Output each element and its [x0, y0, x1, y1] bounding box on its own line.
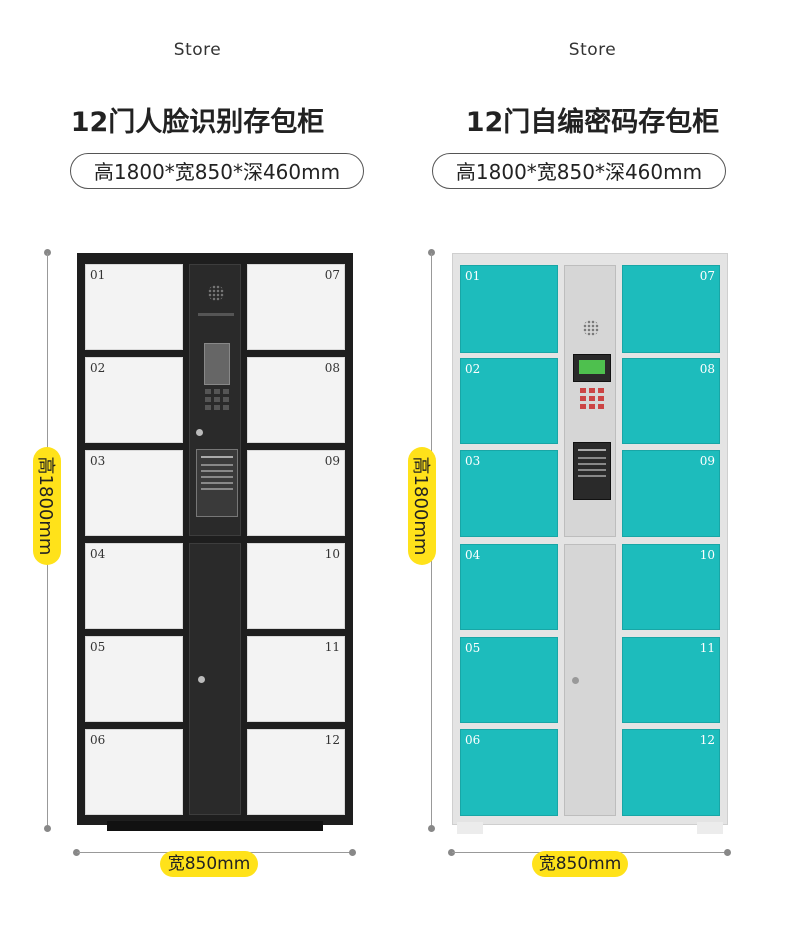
locker-door[interactable]: 01	[85, 264, 183, 350]
keypad[interactable]	[205, 389, 229, 410]
locker-door[interactable]: 02	[460, 358, 558, 444]
password-locker: 01 02 03 04 05 06 07 08 09 10 11 12	[452, 253, 728, 834]
store-label: Store	[173, 40, 222, 60]
width-label: 宽850mm	[532, 851, 628, 877]
locker-door[interactable]: 02	[85, 357, 183, 443]
keypad[interactable]	[580, 388, 604, 409]
cabinet-foot-left	[457, 822, 483, 834]
locker-door[interactable]: 06	[460, 729, 558, 816]
lock-icon[interactable]	[198, 676, 205, 683]
locker-door[interactable]: 12	[622, 729, 720, 816]
speaker-icon	[208, 285, 224, 301]
center-storage-door[interactable]	[564, 544, 616, 816]
height-label: 高1800mm	[33, 447, 61, 565]
measure-dot-right	[349, 849, 356, 856]
locker-door[interactable]: 05	[85, 636, 183, 722]
locker-door[interactable]: 12	[247, 729, 345, 815]
locker-door[interactable]: 07	[622, 265, 720, 353]
cabinet-foot-right	[697, 822, 723, 834]
cabinet-base	[107, 821, 323, 831]
right-product-column: Store 12门自编密码存包柜 高1800*宽850*深460mm 高1800…	[395, 0, 790, 927]
locker-door[interactable]: 10	[622, 544, 720, 630]
locker-door[interactable]: 06	[85, 729, 183, 815]
dimensions-pill: 高1800*宽850*深460mm	[432, 153, 726, 189]
locker-door[interactable]: 11	[622, 637, 720, 723]
measure-dot-left	[73, 849, 80, 856]
face-recognition-locker: 01 02 03 04 05 06 07 08 09 10 11 12	[77, 253, 353, 831]
locker-door[interactable]: 07	[247, 264, 345, 350]
measure-dot-top	[428, 249, 435, 256]
brand-strip	[198, 313, 234, 316]
locker-door[interactable]: 08	[247, 357, 345, 443]
measure-dot-top	[44, 249, 51, 256]
locker-door[interactable]: 05	[460, 637, 558, 723]
product-title: 12门自编密码存包柜	[465, 107, 720, 138]
locker-door[interactable]: 09	[247, 450, 345, 536]
measure-dot-left	[448, 849, 455, 856]
instructions-card	[196, 449, 238, 517]
locker-door[interactable]: 09	[622, 450, 720, 537]
locker-door[interactable]: 08	[622, 358, 720, 444]
measure-dot-bottom	[428, 825, 435, 832]
width-label: 宽850mm	[160, 851, 258, 877]
control-panel	[564, 265, 616, 537]
measure-dot-right	[724, 849, 731, 856]
locker-door[interactable]: 04	[460, 544, 558, 630]
lock-icon[interactable]	[572, 677, 579, 684]
locker-door[interactable]: 01	[460, 265, 558, 353]
height-label: 高1800mm	[408, 447, 436, 565]
locker-door[interactable]: 11	[247, 636, 345, 722]
face-camera-screen[interactable]	[204, 343, 230, 385]
center-storage-door[interactable]	[189, 543, 241, 815]
measure-dot-bottom	[44, 825, 51, 832]
left-product-column: Store 12门人脸识别存包柜 高1800*宽850*深460mm 高1800…	[33, 40, 364, 877]
display-screen	[573, 354, 611, 382]
instructions-card	[573, 442, 611, 500]
control-panel	[189, 264, 241, 536]
locker-door[interactable]: 03	[460, 450, 558, 537]
locker-door[interactable]: 03	[85, 450, 183, 536]
speaker-icon	[583, 320, 599, 336]
product-title: 12门人脸识别存包柜	[70, 107, 325, 138]
locker-door[interactable]: 04	[85, 543, 183, 629]
dimensions-pill: 高1800*宽850*深460mm	[70, 153, 364, 189]
store-label: Store	[568, 40, 617, 60]
locker-door[interactable]: 10	[247, 543, 345, 629]
lock-icon[interactable]	[196, 429, 203, 436]
